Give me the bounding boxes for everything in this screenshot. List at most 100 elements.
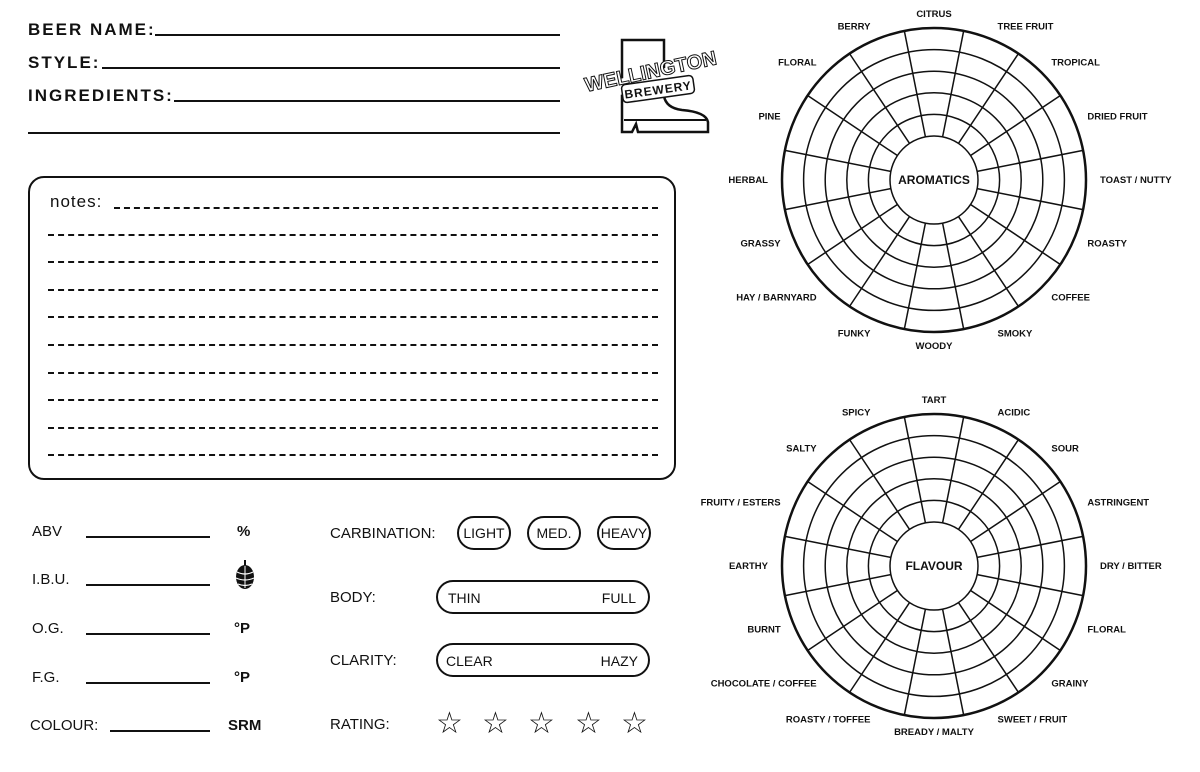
aromatics-wheel-segment-label: DRIED FRUIT xyxy=(1087,111,1147,122)
flavour-wheel-segment-label: EARTHY xyxy=(729,561,769,572)
flavour-wheel-spoke xyxy=(903,416,927,523)
flavour-wheel-spoke xyxy=(957,602,1020,693)
notes-line[interactable] xyxy=(48,316,658,318)
colour-unit: SRM xyxy=(228,717,262,734)
flavour-wheel-spoke xyxy=(977,535,1084,559)
carbination-med-option[interactable]: MED. xyxy=(527,516,581,550)
brewery-logo: WELLINGTON BREWERY xyxy=(582,38,724,134)
notes-box[interactable] xyxy=(28,176,676,480)
abv-field[interactable] xyxy=(86,536,210,538)
flavour-wheel-ring xyxy=(846,478,1022,654)
flavour-wheel-spoke xyxy=(957,439,1020,530)
clarity-scale[interactable]: CLEAR HAZY xyxy=(436,643,650,677)
aromatics-wheel-ring xyxy=(889,135,979,225)
ingredients-field[interactable] xyxy=(174,100,560,102)
aromatics-wheel-segment-label: PINE xyxy=(758,111,780,122)
flavour-wheel-segment-label: DRY / BITTER xyxy=(1100,561,1162,572)
notes-line[interactable] xyxy=(114,207,658,209)
rating-star-2[interactable]: ☆ xyxy=(482,707,509,740)
notes-line[interactable] xyxy=(48,372,658,374)
aromatics-wheel-segment-label: ROASTY xyxy=(1087,239,1127,250)
notes-line[interactable] xyxy=(48,234,658,236)
flavour-wheel-spoke xyxy=(784,573,891,597)
notes-line[interactable] xyxy=(48,289,658,291)
body-scale-left-label: THIN xyxy=(448,590,481,606)
rating-star-1[interactable]: ☆ xyxy=(436,707,463,740)
flavour-wheel-ring xyxy=(802,434,1066,698)
body-scale-right-label: FULL xyxy=(601,590,636,606)
flavour-wheel-spoke xyxy=(807,480,898,543)
og-field[interactable] xyxy=(86,633,210,635)
aromatics-wheel-segment-label: TROPICAL xyxy=(1051,58,1100,69)
hop-icon xyxy=(235,560,255,589)
aromatics-wheel-segment-label: FUNKY xyxy=(838,328,871,339)
flavour-wheel-spoke xyxy=(784,535,891,559)
aromatics-wheel-ring xyxy=(780,26,1088,334)
aromatics-wheel-segment-label: FLORAL xyxy=(778,58,817,69)
rating-star-4[interactable]: ☆ xyxy=(575,707,602,740)
aromatics-wheel-spoke xyxy=(941,223,965,330)
ingredients-field-line-2[interactable] xyxy=(28,132,560,134)
og-unit: °P xyxy=(234,620,251,637)
aromatics-wheel-spoke xyxy=(848,53,911,144)
ibu-field[interactable] xyxy=(86,584,210,586)
flavour-wheel-segment-label: BREADY / MALTY xyxy=(894,727,975,738)
aromatics-wheel-spoke xyxy=(903,223,927,330)
flavour-wheel-spoke xyxy=(970,589,1061,652)
aromatics-wheel-spoke xyxy=(784,187,891,211)
aromatics-wheel-spoke xyxy=(977,187,1084,211)
flavour-wheel-segment-label: CHOCOLATE / COFFEE xyxy=(711,678,817,689)
flavour-wheel-segment-label: ASTRINGENT xyxy=(1087,497,1149,508)
flavour-wheel-ring xyxy=(824,456,1044,676)
aromatics-wheel-spoke xyxy=(970,203,1061,266)
carbination-heavy-option[interactable]: HEAVY xyxy=(597,516,651,550)
aromatics-wheel-ring xyxy=(824,70,1044,290)
aromatics-wheel-spoke xyxy=(977,149,1084,173)
aromatics-wheel-ring xyxy=(846,92,1022,268)
aromatics-wheel-segment-label: COFFEE xyxy=(1051,292,1090,303)
aromatics-wheel-spoke xyxy=(807,94,898,157)
flavour-wheel-segment-label: ROASTY / TOFFEE xyxy=(786,714,871,725)
flavour-wheel-spoke xyxy=(970,480,1061,543)
notes-line[interactable] xyxy=(48,344,658,346)
beer-name-field[interactable] xyxy=(155,34,560,36)
aromatics-wheel-segment-label: TOAST / NUTTY xyxy=(1100,175,1172,186)
rating-star-5[interactable]: ☆ xyxy=(621,707,648,740)
aromatics-wheel-spoke xyxy=(957,53,1020,144)
style-field[interactable] xyxy=(102,67,560,69)
clarity-scale-left-label: CLEAR xyxy=(446,653,493,669)
rating-star-3[interactable]: ☆ xyxy=(528,707,555,740)
colour-field[interactable] xyxy=(110,730,210,732)
flavour-wheel-spoke xyxy=(977,573,1084,597)
fg-unit: °P xyxy=(234,669,251,686)
fg-field[interactable] xyxy=(86,682,210,684)
beer-name-label: BEER NAME: xyxy=(28,20,156,39)
flavour-wheel-segment-label: TART xyxy=(922,395,947,406)
aromatics-wheel-segment-label: HAY / BARNYARD xyxy=(736,292,817,303)
aromatics-wheel-spoke xyxy=(784,149,891,173)
notes-line[interactable] xyxy=(48,427,658,429)
style-label: STYLE: xyxy=(28,53,101,72)
notes-line[interactable] xyxy=(48,261,658,263)
clarity-scale-right-label: HAZY xyxy=(600,653,638,669)
flavour-wheel-ring xyxy=(780,412,1088,720)
colour-label: COLOUR: xyxy=(30,717,99,734)
aromatics-wheel-spoke xyxy=(848,216,911,307)
flavour-wheel-spoke xyxy=(848,602,911,693)
notes-line[interactable] xyxy=(48,454,658,456)
aromatics-wheel-segment-label: HERBAL xyxy=(728,175,768,186)
body-label: BODY: xyxy=(330,589,376,606)
notes-line[interactable] xyxy=(48,399,658,401)
flavour-wheel-spoke xyxy=(941,609,965,716)
flavour-wheel-ring xyxy=(867,499,1001,633)
ibu-label: I.B.U. xyxy=(32,571,70,588)
notes-label: notes: xyxy=(50,192,103,211)
body-scale[interactable]: THIN FULL xyxy=(436,580,650,614)
flavour-wheel-segment-label: FLORAL xyxy=(1087,625,1126,636)
flavour-wheel-segment-label: GRAINY xyxy=(1051,678,1089,689)
aromatics-wheel-spoke xyxy=(903,30,927,137)
abv-unit: % xyxy=(237,523,251,540)
carbination-light-option[interactable]: LIGHT xyxy=(457,516,511,550)
